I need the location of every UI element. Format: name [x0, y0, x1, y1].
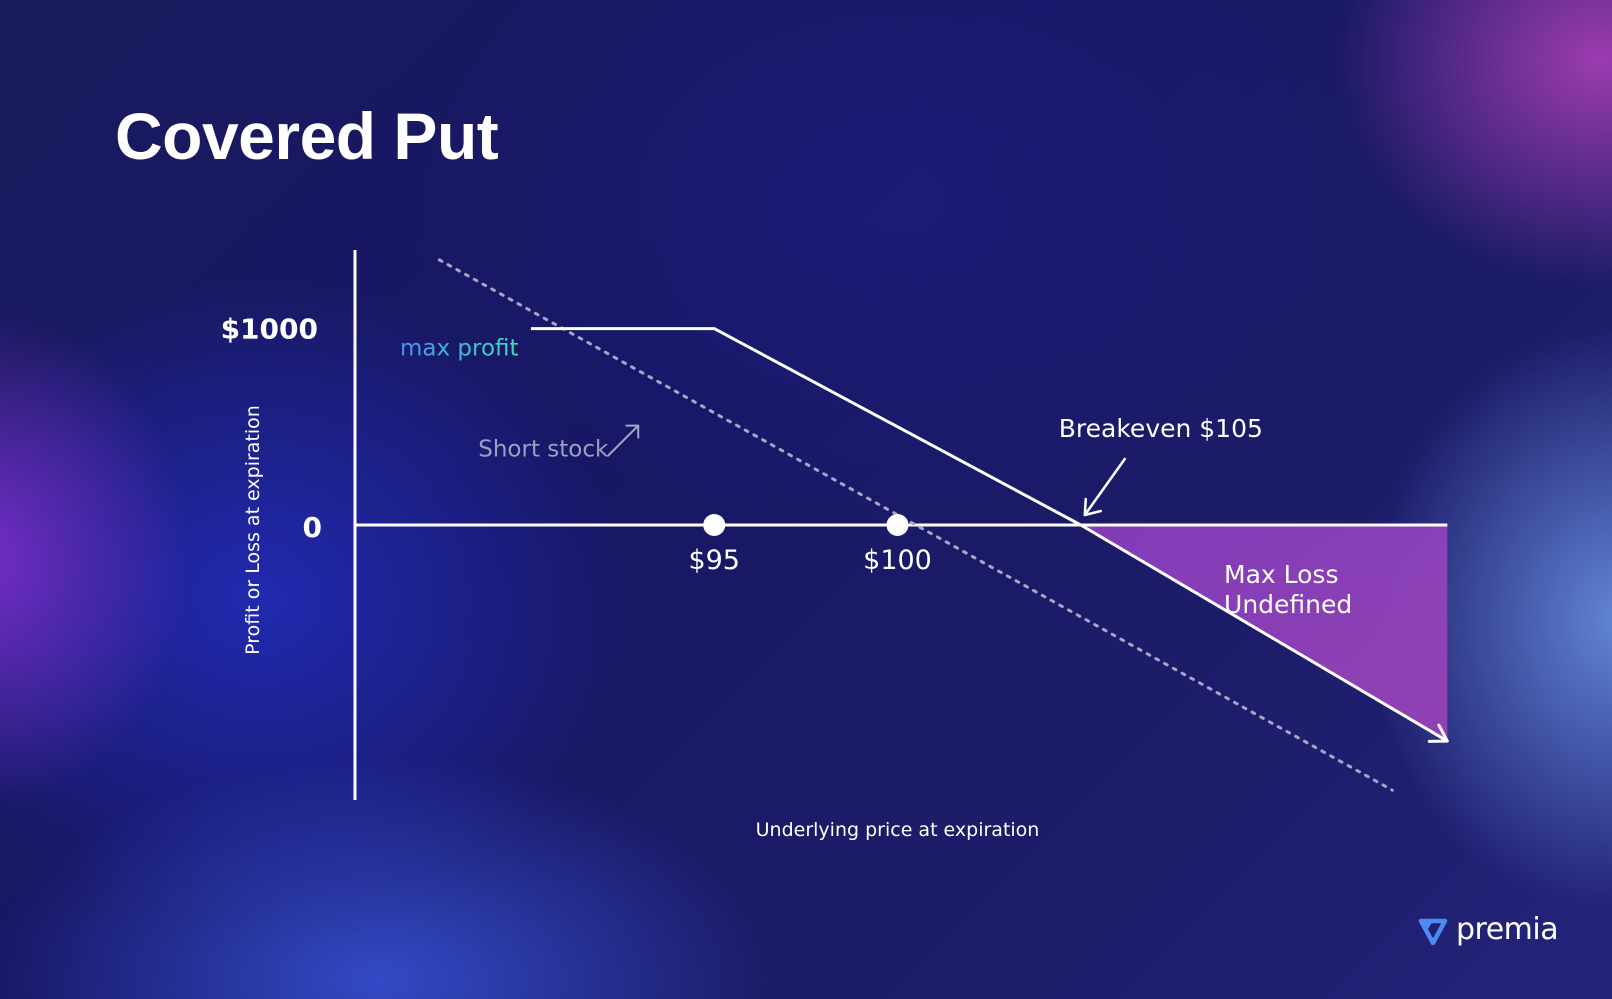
short-stock-pointer-arrow [607, 424, 640, 457]
breakeven-pointer-arrow [1083, 457, 1127, 517]
x-axis-label: Underlying price at expiration [756, 819, 1040, 841]
short-stock-line [437, 258, 1394, 792]
breakeven-label: Breakeven $105 [1059, 414, 1263, 443]
x-tick-label-100: $100 [863, 545, 932, 576]
max-loss-label-line1: Max Loss [1224, 560, 1338, 589]
payoff-arrowhead [1427, 723, 1449, 743]
chart-title: Covered Put [115, 99, 499, 173]
max-loss-label-line2: Undefined [1224, 590, 1352, 619]
y-tick-label-zero: 0 [303, 511, 322, 544]
x-tick-dot-100 [886, 514, 909, 536]
y-tick-label-1000: $1000 [221, 313, 318, 346]
premia-gem-logo-icon [1418, 918, 1448, 945]
brand-name: premia [1456, 912, 1559, 947]
x-tick-dot-95 [703, 514, 726, 536]
y-axis-label: Profit or Loss at expiration [242, 405, 264, 655]
x-tick-label-95: $95 [688, 545, 740, 576]
brand-logo: premia [1418, 912, 1559, 947]
covered-put-payoff-line [530, 327, 1449, 743]
short-stock-label: Short stock [478, 437, 609, 463]
max-profit-label: max profit [400, 336, 519, 362]
